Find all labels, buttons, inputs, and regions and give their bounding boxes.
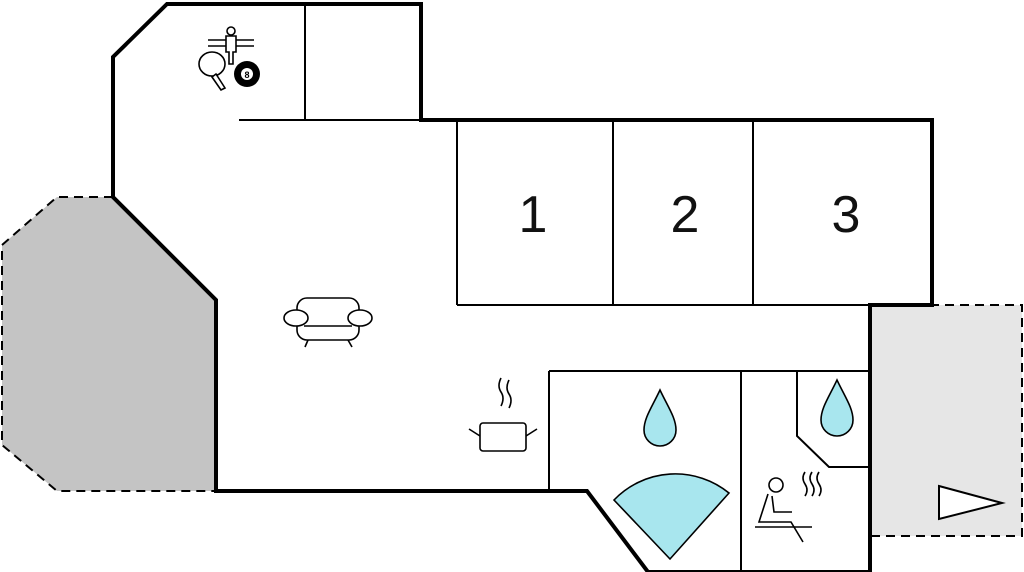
outer-wall xyxy=(111,2,934,572)
bedroom-3-number: 3 xyxy=(832,186,861,244)
table-tennis-icon xyxy=(198,51,227,92)
sauna-icon xyxy=(755,471,822,543)
bedroom-2-number: 2 xyxy=(671,186,700,244)
billiards-icon: 8 xyxy=(234,61,260,87)
sofa-icon xyxy=(283,297,373,348)
water-drop-icon xyxy=(820,378,854,437)
shower-icon xyxy=(612,473,731,561)
terrace-right xyxy=(869,304,1023,537)
inner-walls xyxy=(239,4,932,572)
billiard-ball-label: 8 xyxy=(244,70,249,80)
water-drop-icon xyxy=(643,388,677,447)
entrance-arrow-icon xyxy=(938,484,1006,521)
bedroom-1-number: 1 xyxy=(519,186,548,244)
kitchen-pot-icon xyxy=(468,377,538,452)
table-football-icon xyxy=(208,26,254,65)
terrace-left xyxy=(0,196,217,492)
